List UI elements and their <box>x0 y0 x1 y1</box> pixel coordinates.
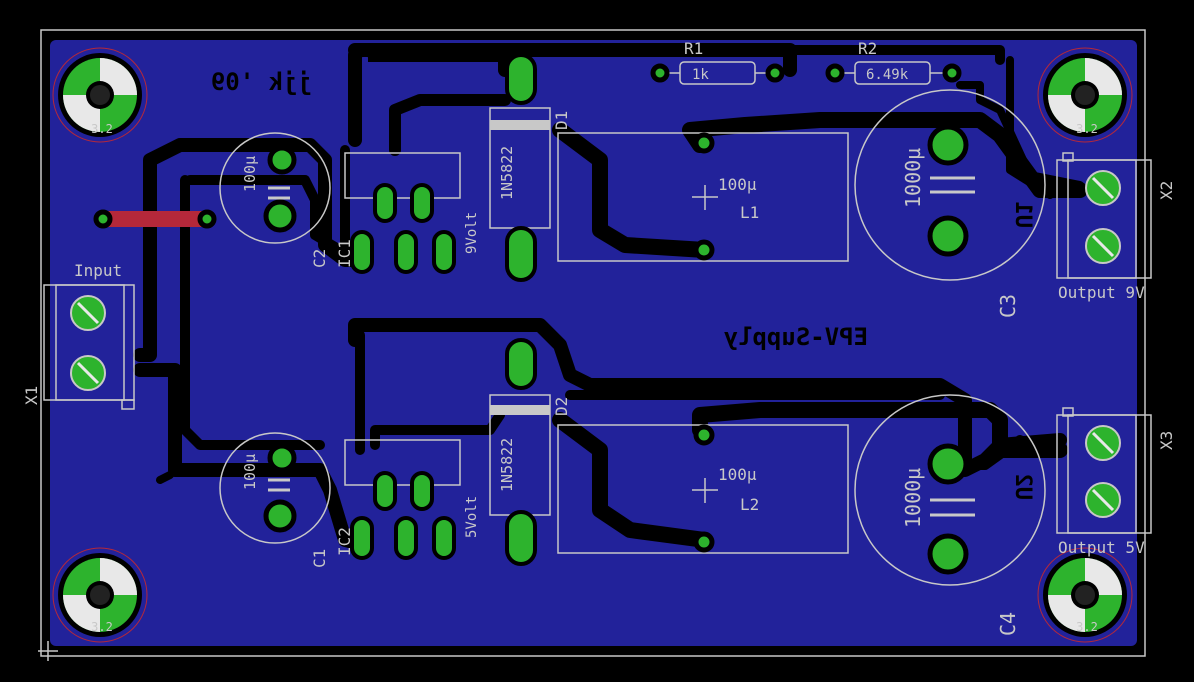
board-outline <box>40 29 1146 657</box>
d2-value: 1N5822 <box>498 438 516 492</box>
x1-value: Input <box>74 261 122 280</box>
ic1-outline <box>344 152 461 199</box>
c2-value: 100µ <box>241 156 259 192</box>
mount-hole-icon: 3.2 <box>52 47 148 143</box>
c3-name: C3 <box>996 294 1020 318</box>
ic2-outline <box>344 439 461 486</box>
hole-label: 3.2 <box>1076 620 1098 634</box>
d2-band <box>490 405 550 415</box>
c1-value: 100µ <box>241 454 259 490</box>
c1-name: C1 <box>310 549 329 568</box>
c4-name: C4 <box>996 612 1020 636</box>
l2-name: L2 <box>740 495 759 514</box>
u1-text: U1 <box>1010 202 1035 229</box>
mount-hole-icon: 3.2 <box>1037 47 1133 143</box>
hole-label: 3.2 <box>1076 122 1098 136</box>
mount-hole-icon: 3.2 <box>52 547 148 643</box>
c3-outline <box>854 89 1046 281</box>
d2-name: D2 <box>552 397 571 416</box>
x1-terminal[interactable] <box>43 284 135 410</box>
l2-value: 100µ <box>718 465 757 484</box>
l1-name: L1 <box>740 203 759 222</box>
d1-band <box>490 120 550 130</box>
x3-terminal[interactable] <box>1056 407 1152 534</box>
r2-name: R2 <box>858 39 877 58</box>
ic1-value: 9Volt <box>464 212 480 254</box>
l1-value: 100µ <box>718 175 757 194</box>
pads <box>70 53 1121 575</box>
hole-label: 3.2 <box>91 620 113 634</box>
ic1-name: IC1 <box>335 239 354 268</box>
copper-pour <box>50 40 1137 646</box>
mount-holes: 3.2 3.2 3.2 <box>52 47 1133 643</box>
c1-outline <box>219 432 331 544</box>
ic2-value: 5Volt <box>464 496 480 538</box>
x2-value: Output 9V <box>1058 283 1145 302</box>
c4-value: 1000µ <box>901 468 925 528</box>
x1-name: X1 <box>22 386 41 405</box>
mount-hole-icon: 3.2 <box>1037 547 1133 643</box>
c3-value: 1000µ <box>901 148 925 208</box>
x2-name: X2 <box>1157 181 1176 200</box>
origin-cross-icon <box>38 641 58 661</box>
c2-name: C2 <box>310 249 329 268</box>
d1-name: D1 <box>552 111 571 130</box>
hole-label: 3.2 <box>91 122 113 136</box>
u2-text: U2 <box>1010 474 1035 501</box>
c2-outline <box>219 132 331 244</box>
x2-terminal[interactable] <box>1056 152 1152 279</box>
signature-text: jjk '09 <box>211 68 312 96</box>
r1-value: 1k <box>692 67 709 83</box>
x3-value: Output 5V <box>1058 538 1145 557</box>
board-title-text: EPV-Supply <box>724 323 869 351</box>
x3-name: X3 <box>1157 431 1176 450</box>
c4-outline <box>854 394 1046 586</box>
d1-value: 1N5822 <box>498 146 516 200</box>
r1-name: R1 <box>684 39 703 58</box>
ic2-name: IC2 <box>335 527 354 556</box>
r2-value: 6.49k <box>866 67 909 83</box>
